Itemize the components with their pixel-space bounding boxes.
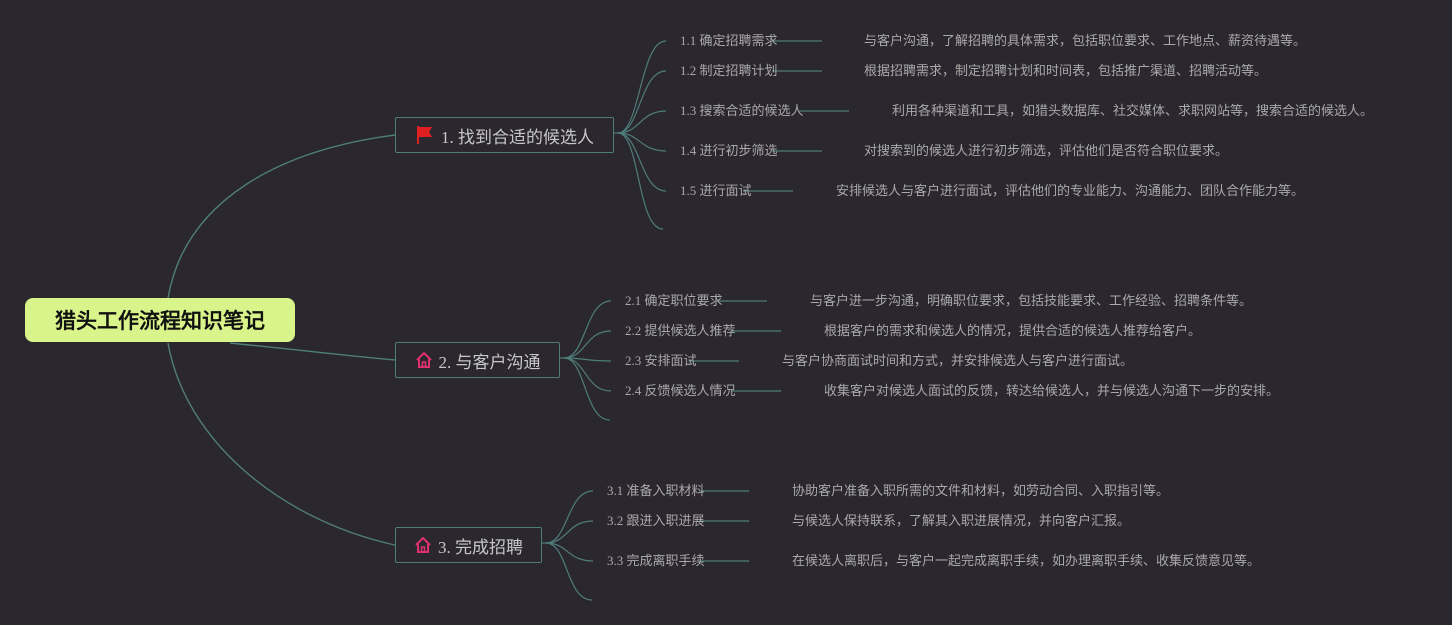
- subtopic-note-1-2: 根据招聘需求，制定招聘计划和时间表，包括推广渠道、招聘活动等。: [864, 63, 1268, 78]
- branch-topic-2[interactable]: 2. 与客户沟通: [395, 342, 560, 378]
- subtopic-2-1[interactable]: 2.1 确定职位要求: [625, 293, 723, 308]
- subtopic-note-3-2: 与候选人保持联系，了解其入职进展情况，并向客户汇报。: [792, 513, 1131, 528]
- connector-line: [545, 542, 594, 562]
- connector-line: [563, 357, 611, 421]
- connector-line: [229, 342, 396, 361]
- branch-label: 3. 完成招聘: [438, 537, 523, 557]
- connector-line: [545, 520, 594, 544]
- subtopic-1-4[interactable]: 1.4 进行初步筛选: [680, 143, 778, 158]
- subtopic-note-3-3: 在候选人离职后，与客户一起完成离职手续，如办理离职手续、收集反馈意见等。: [792, 553, 1261, 568]
- red-flag-icon: [415, 125, 435, 145]
- connector-line: [563, 330, 612, 359]
- subtopic-1-2[interactable]: 1.2 制定招聘计划: [680, 63, 778, 78]
- connector-line: [617, 70, 667, 134]
- branch-label: 1. 找到合适的候选人: [441, 127, 594, 147]
- root-title: 猎头工作流程知识笔记: [55, 309, 265, 333]
- subtopic-note-3-1: 协助客户准备入职所需的文件和材料，如劳动合同、入职指引等。: [792, 483, 1170, 498]
- house-icon: [415, 351, 433, 369]
- connector-line: [617, 132, 664, 230]
- connector-line: [617, 132, 667, 192]
- house-icon: [414, 536, 432, 554]
- subtopic-1-5[interactable]: 1.5 进行面试: [680, 183, 752, 198]
- connector-line: [617, 110, 667, 134]
- subtopic-2-3[interactable]: 2.3 安排面试: [625, 353, 697, 368]
- connector-line: [167, 342, 396, 546]
- connector-line: [563, 300, 612, 359]
- subtopic-1-3[interactable]: 1.3 搜索合适的候选人: [680, 103, 804, 118]
- root-topic[interactable]: 猎头工作流程知识笔记: [25, 298, 295, 342]
- subtopic-2-2[interactable]: 2.2 提供候选人推荐: [625, 323, 736, 338]
- subtopic-3-2[interactable]: 3.2 跟进入职进展: [607, 513, 705, 528]
- connector-line: [617, 132, 667, 152]
- branch-topic-1[interactable]: 1. 找到合适的候选人: [395, 117, 614, 153]
- subtopic-note-1-3: 利用各种渠道和工具，如猎头数据库、社交媒体、求职网站等，搜索合适的候选人。: [892, 103, 1374, 118]
- connector-line: [617, 40, 667, 134]
- subtopic-note-2-2: 根据客户的需求和候选人的情况，提供合适的候选人推荐给客户。: [824, 323, 1202, 338]
- connector-line: [167, 134, 396, 299]
- subtopic-2-4[interactable]: 2.4 反馈候选人情况: [625, 383, 736, 398]
- subtopic-note-1-1: 与客户沟通，了解招聘的具体需求，包括职位要求、工作地点、薪资待遇等。: [864, 33, 1307, 48]
- subtopic-note-2-4: 收集客户对候选人面试的反馈，转达给候选人，并与候选人沟通下一步的安排。: [824, 383, 1280, 398]
- subtopic-note-2-1: 与客户进一步沟通，明确职位要求，包括技能要求、工作经验、招聘条件等。: [810, 293, 1253, 308]
- subtopic-3-3[interactable]: 3.3 完成离职手续: [607, 553, 705, 568]
- subtopic-note-1-5: 安排候选人与客户进行面试，评估他们的专业能力、沟通能力、团队合作能力等。: [836, 183, 1305, 198]
- subtopic-note-2-3: 与客户协商面试时间和方式，并安排候选人与客户进行面试。: [782, 353, 1134, 368]
- branch-topic-3[interactable]: 3. 完成招聘: [395, 527, 542, 563]
- subtopic-3-1[interactable]: 3.1 准备入职材料: [607, 483, 705, 498]
- connector-line: [545, 490, 594, 544]
- subtopic-1-1[interactable]: 1.1 确定招聘需求: [680, 33, 778, 48]
- subtopic-note-1-4: 对搜索到的候选人进行初步筛选，评估他们是否符合职位要求。: [864, 143, 1229, 158]
- connector-line: [563, 357, 612, 392]
- connector-line: [545, 542, 593, 601]
- branch-label: 2. 与客户沟通: [438, 352, 541, 372]
